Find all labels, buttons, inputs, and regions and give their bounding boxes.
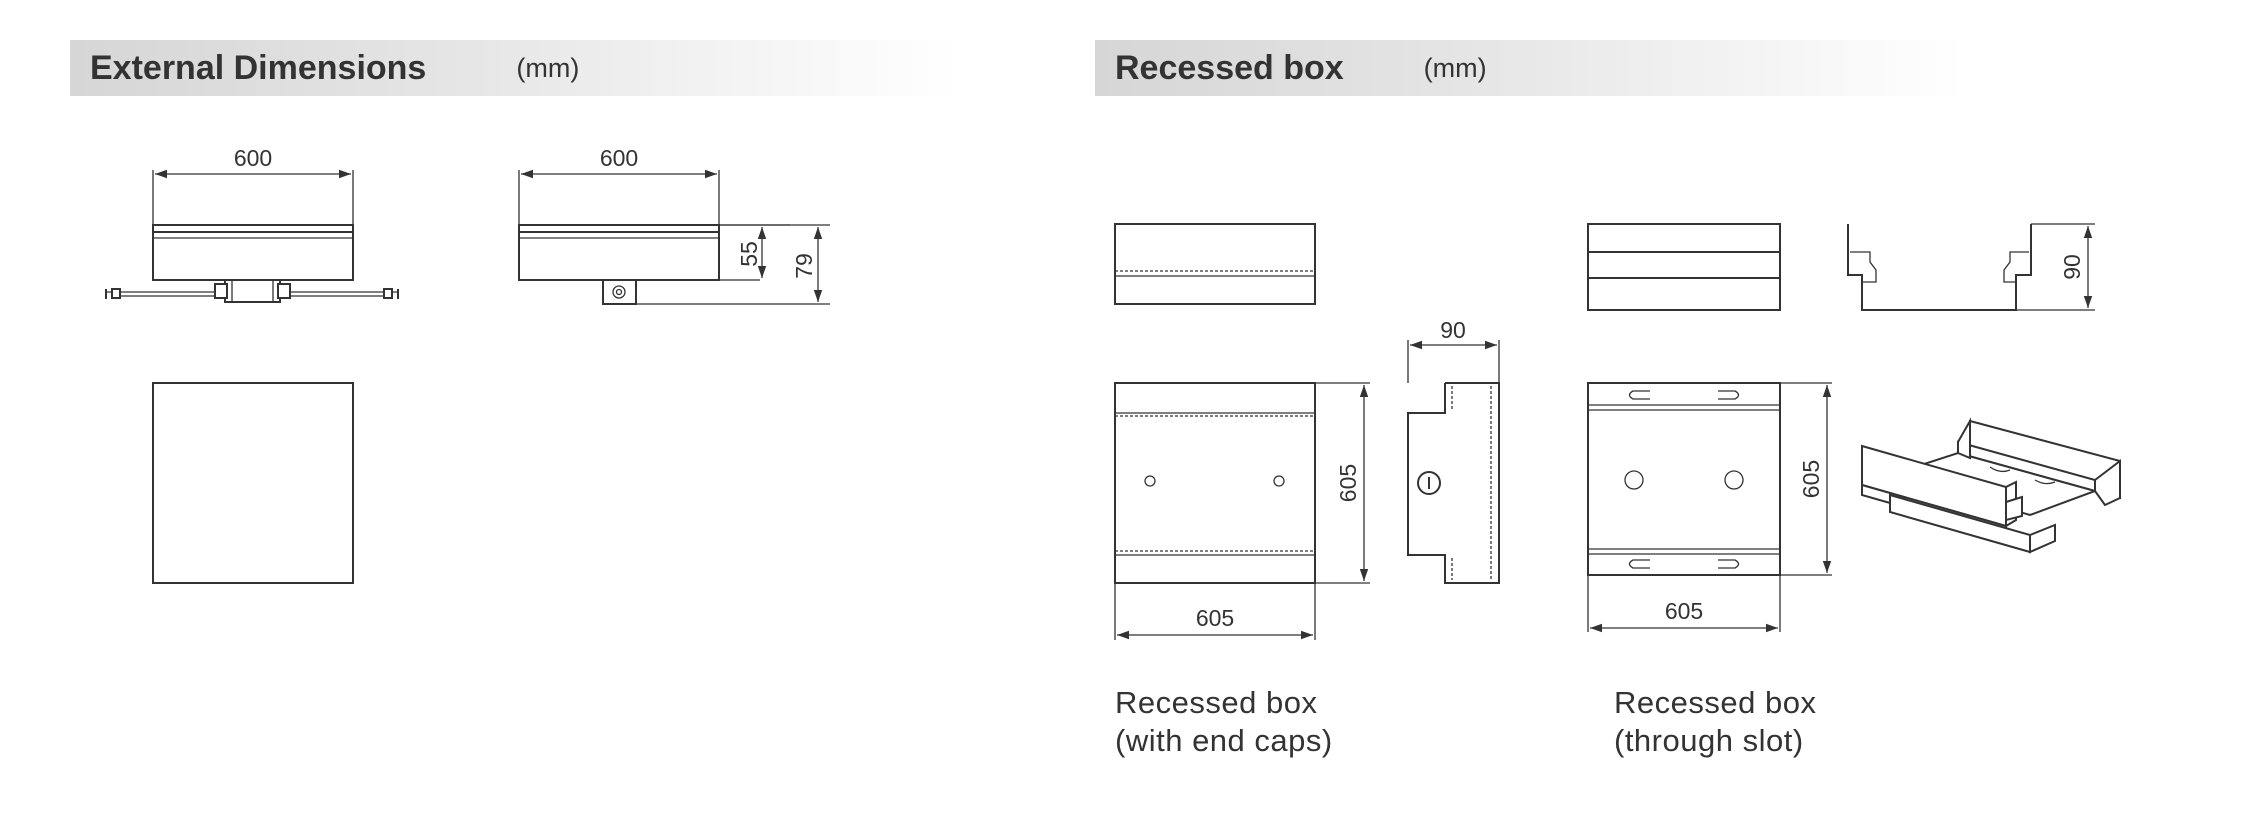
recessed-box-header: Recessed box (mm) [1095,40,1965,96]
slot-height-label: 605 [1798,460,1824,498]
slot-profile-depth-label: 90 [2059,254,2085,280]
slot-hole-right [1724,470,1744,490]
external-dimensions-title: External Dimensions [90,48,427,87]
endcaps-depth-label: 90 [1440,317,1466,343]
side-width-label: 600 [600,145,638,171]
top-view-panel [152,382,354,584]
slot-channel-profile: 90 [1847,223,2095,311]
slot-plan-view: 605 605 [1587,382,1832,633]
slot-isometric-view [1861,417,2121,554]
caption-slot: Recessed box (through slot) [1614,684,1816,760]
front-width-label: 600 [234,145,272,171]
mounting-hole-left [1144,475,1156,487]
endcaps-width-label: 605 [1196,605,1234,631]
caption-slot-line1: Recessed box [1614,685,1817,720]
recessed-box-unit: (mm) [1423,52,1487,83]
caption-endcaps-line2: (with end caps) [1115,723,1333,758]
endcaps-height-label: 605 [1335,464,1361,502]
caption-slot-line2: (through slot) [1614,723,1804,758]
endcaps-side-profile: 90 [1407,317,1500,584]
recessed-box-title: Recessed box [1115,48,1344,87]
knockout-icon [1417,471,1441,495]
caption-endcaps: Recessed box (with end caps) [1115,684,1333,760]
endcaps-front-elevation [1114,223,1316,305]
slot-width-label: 605 [1665,598,1703,624]
driver-box [224,279,281,303]
mounting-hole-right [1273,475,1285,487]
side-view: 600 55 79 [518,145,830,305]
side-total-height-label: 79 [791,253,817,279]
connector-box [602,279,637,305]
slot-hole-left [1624,470,1644,490]
caption-endcaps-line1: Recessed box [1115,685,1318,720]
external-dimensions-header: External Dimensions (mm) [70,40,960,96]
front-view: 600 [105,145,399,303]
slot-front-elevation [1587,223,1781,311]
external-dimensions-unit: (mm) [516,52,580,83]
side-inner-height-label: 55 [736,241,762,267]
endcaps-plan-view: 605 605 [1114,382,1370,640]
